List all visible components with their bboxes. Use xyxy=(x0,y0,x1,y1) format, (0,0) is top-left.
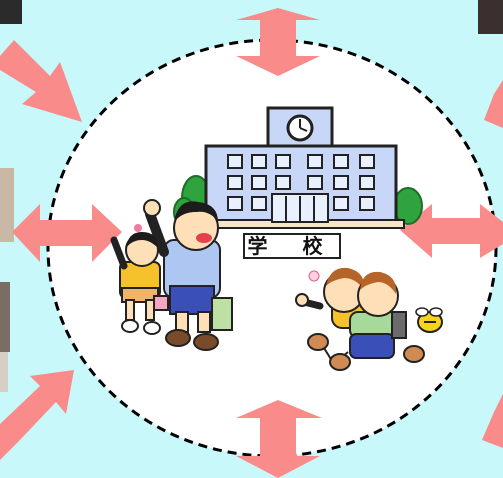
children-running-icon xyxy=(295,267,443,371)
bee-icon xyxy=(415,307,443,333)
arrows-group xyxy=(0,8,503,478)
children-walking-icon xyxy=(110,199,233,351)
arrow-top-icon xyxy=(236,8,320,76)
school-sign xyxy=(243,233,341,259)
arrow-bottom-left-icon xyxy=(0,370,74,460)
school-sign-text: 学 校 xyxy=(247,234,337,258)
edge-photo-left xyxy=(0,168,14,392)
clock-icon xyxy=(286,114,314,142)
arrow-bottom-icon xyxy=(236,400,322,478)
arrow-right-icon xyxy=(400,204,503,258)
edge-photo-top-right xyxy=(478,0,503,34)
arrow-left-icon xyxy=(12,204,122,262)
arrow-top-right-icon xyxy=(484,80,503,128)
edge-photo-top-left xyxy=(0,0,22,24)
arrow-bottom-right-icon xyxy=(482,394,503,448)
arrow-top-left-icon xyxy=(0,40,82,122)
